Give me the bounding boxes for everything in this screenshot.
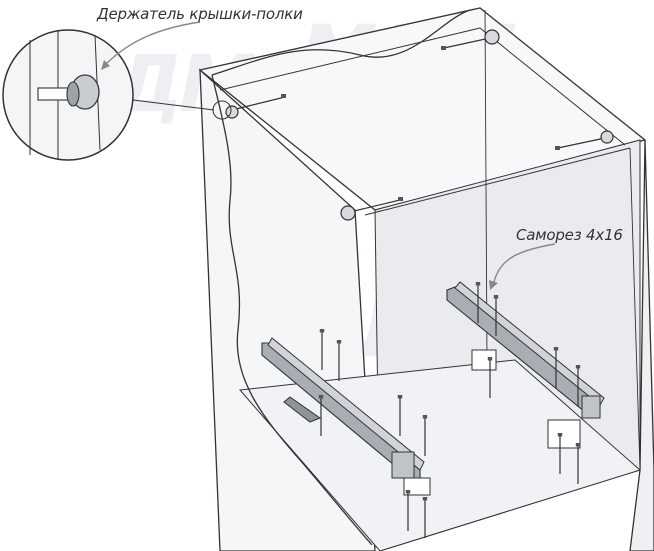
shelf-holder-front-mid: [340, 197, 403, 221]
shelf-holder-detail-icon: [2, 29, 134, 161]
detail-leader-line: [132, 99, 215, 111]
shelf-cover-holder-label: Держатель крышки-полки: [97, 5, 303, 23]
drawer-slide-left: [261, 337, 431, 496]
shelf-holder-top-left: [225, 94, 286, 119]
drawer-slide-right: [446, 281, 605, 449]
mounting-plate-icon: [547, 419, 581, 449]
shelf-holder-top-back: [441, 29, 500, 50]
cabinet-right-panel: [629, 139, 654, 551]
screw-label: Саморез 4x16: [516, 226, 623, 244]
cutaway-curve: [211, 9, 471, 546]
shelf-holder-right: [555, 130, 614, 150]
